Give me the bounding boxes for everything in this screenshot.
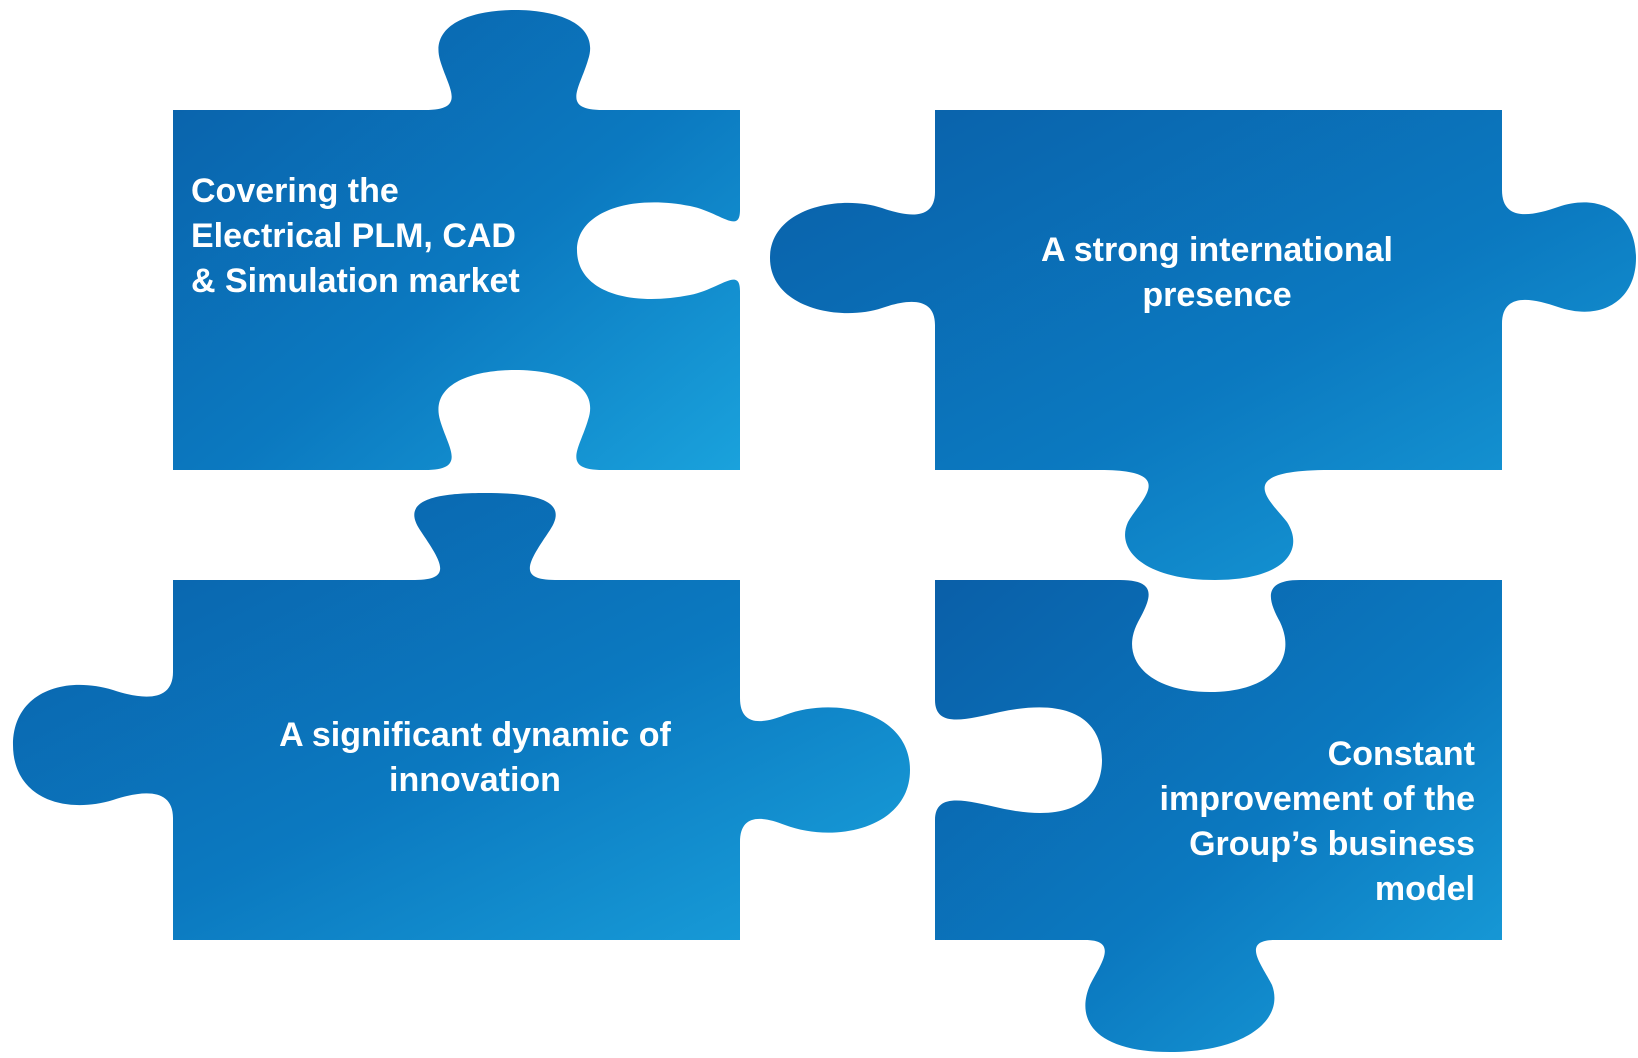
puzzle-piece-bottom-left	[13, 493, 910, 940]
piece-text-line: innovation	[389, 761, 561, 799]
piece-text-line: Group’s business	[1189, 825, 1475, 863]
piece-text-line: improvement of the	[1159, 780, 1475, 818]
piece-text-innovation: A significant dynamic of innovation	[230, 713, 720, 803]
piece-text-line: Covering the	[191, 172, 399, 210]
piece-text-line: model	[1374, 870, 1475, 908]
piece-text-international-presence: A strong international presence	[1012, 228, 1422, 318]
piece-text-line: Electrical PLM, CAD	[191, 217, 516, 255]
piece-text-line: presence	[1142, 276, 1292, 314]
piece-text-business-model: Constant improvement of the Group’s busi…	[1050, 732, 1475, 912]
puzzle-piece-bottom-right	[935, 580, 1502, 1052]
puzzle-piece-top-right	[770, 110, 1636, 580]
piece-text-line: A strong international	[1041, 231, 1393, 269]
piece-text-line: & Simulation market	[191, 262, 520, 300]
piece-text-market-coverage: Covering the Electrical PLM, CAD & Simul…	[191, 169, 520, 304]
piece-text-line: Constant	[1327, 735, 1475, 773]
piece-text-line: A significant dynamic of	[279, 716, 671, 754]
puzzle-piece-top-left	[173, 10, 740, 470]
